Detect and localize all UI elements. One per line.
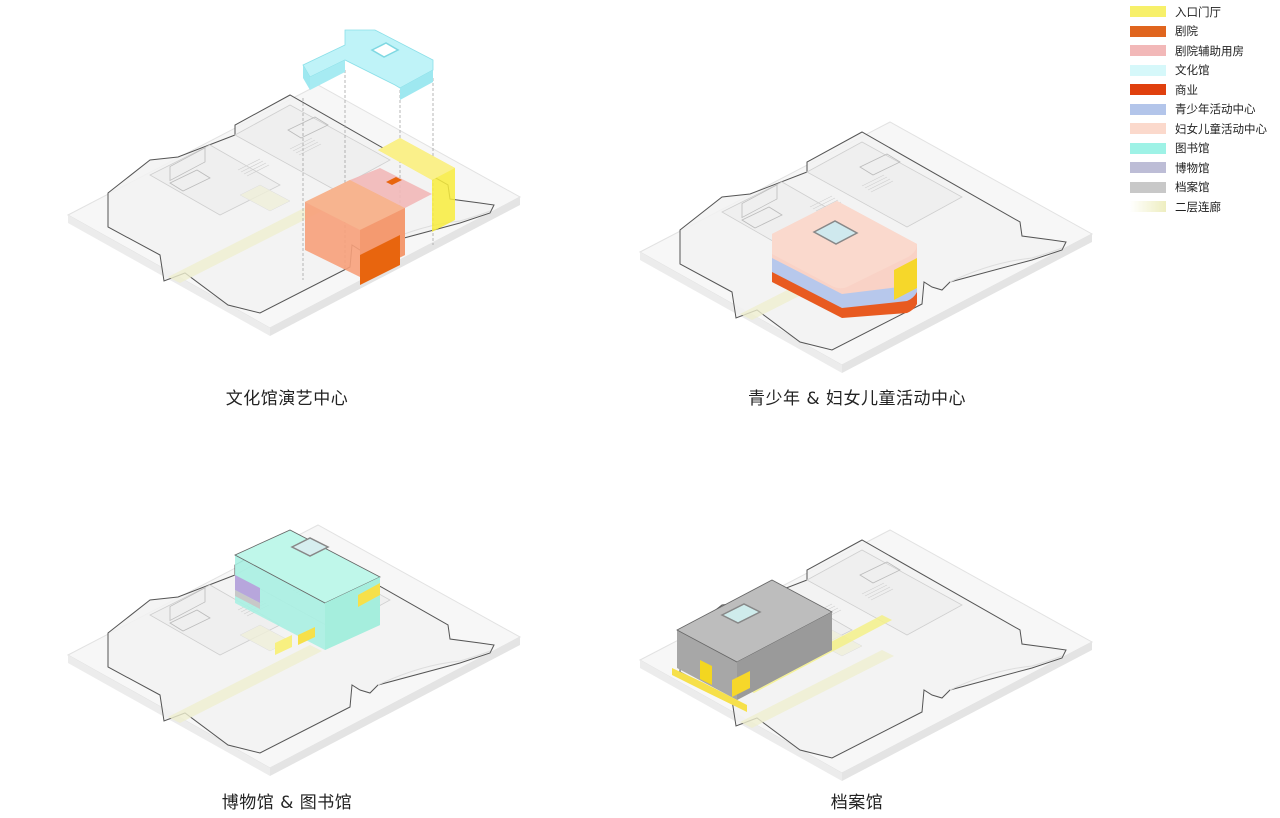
legend-swatch xyxy=(1130,64,1166,76)
isometric-diagram-cultural-center xyxy=(67,29,521,337)
caption-youth-women-children-center: 青少年 & 妇女儿童活动中心 xyxy=(747,389,967,409)
legend-swatch xyxy=(1130,25,1166,37)
legend-item-women-children-center: 妇女儿童活动中心 xyxy=(1130,119,1267,139)
caption-archives: 档案馆 xyxy=(830,793,884,813)
legend-item-library: 图书馆 xyxy=(1130,139,1267,159)
legend-swatch xyxy=(1130,45,1166,57)
isometric-diagram-archives xyxy=(639,529,1093,782)
isometric-diagram-museum-library xyxy=(67,524,521,777)
isometric-diagram-youth-center xyxy=(639,121,1093,374)
legend-swatch xyxy=(1130,201,1166,213)
legend-swatch xyxy=(1130,84,1166,96)
legend-swatch xyxy=(1130,142,1166,154)
panel-cultural-performance-center xyxy=(60,29,530,370)
legend-swatch xyxy=(1130,103,1166,115)
legend-swatch xyxy=(1130,162,1166,174)
legend-item-entrance-lobby: 入口门厅 xyxy=(1130,2,1267,22)
panel-youth-women-children-center xyxy=(632,82,1102,382)
legend: 入口门厅 剧院 剧院辅助用房 文化馆 商业 青少年活动中心 妇女儿童活动中心 图… xyxy=(1130,2,1267,217)
legend-swatch xyxy=(1130,123,1166,135)
legend-item-theater-support: 剧院辅助用房 xyxy=(1130,41,1267,61)
legend-item-theater: 剧院 xyxy=(1130,22,1267,42)
legend-item-second-floor-corridor: 二层连廊 xyxy=(1130,197,1267,217)
legend-item-commercial: 商业 xyxy=(1130,80,1267,100)
legend-swatch xyxy=(1130,181,1166,193)
legend-swatch xyxy=(1130,6,1166,18)
legend-item-museum: 博物馆 xyxy=(1130,158,1267,178)
legend-item-cultural-center: 文化馆 xyxy=(1130,61,1267,81)
panel-archives xyxy=(632,490,1102,790)
legend-item-archives: 档案馆 xyxy=(1130,178,1267,198)
panel-museum-library xyxy=(60,485,530,785)
caption-cultural-performance-center: 文化馆演艺中心 xyxy=(225,389,349,409)
legend-item-youth-center: 青少年活动中心 xyxy=(1130,100,1267,120)
caption-museum-library: 博物馆 & 图书馆 xyxy=(221,793,353,813)
